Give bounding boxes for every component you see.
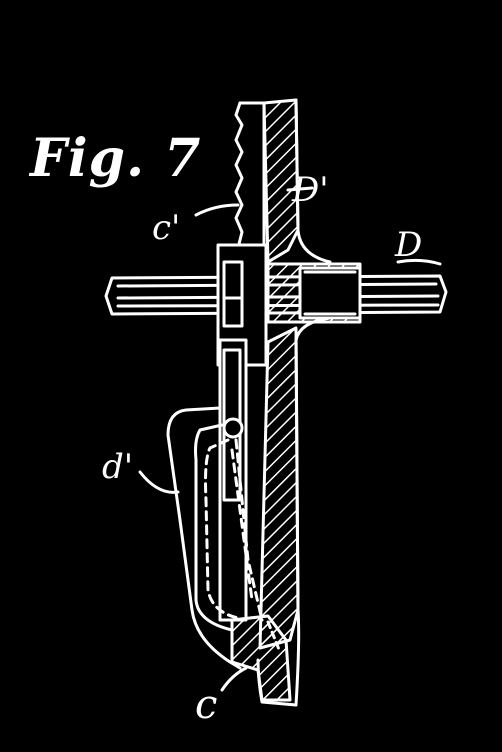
wall-section-upper xyxy=(262,98,300,264)
label-c-prime: c' xyxy=(152,208,181,248)
pivot xyxy=(222,417,244,439)
serrated-plate xyxy=(234,101,266,254)
label-d-prime: d' xyxy=(102,447,134,487)
figure-title: Fig. 7 xyxy=(30,128,202,189)
leader-D xyxy=(396,258,442,266)
label-D-prime: D' xyxy=(292,170,329,210)
lever-d-prime xyxy=(166,406,242,670)
leader-D-prime xyxy=(286,186,314,192)
leader-d-prime xyxy=(138,470,180,494)
label-c: c xyxy=(195,682,218,728)
label-D: D xyxy=(395,225,423,265)
leader-c-prime xyxy=(194,203,240,217)
wall-section-lower xyxy=(258,326,300,650)
leader-c xyxy=(220,666,248,692)
